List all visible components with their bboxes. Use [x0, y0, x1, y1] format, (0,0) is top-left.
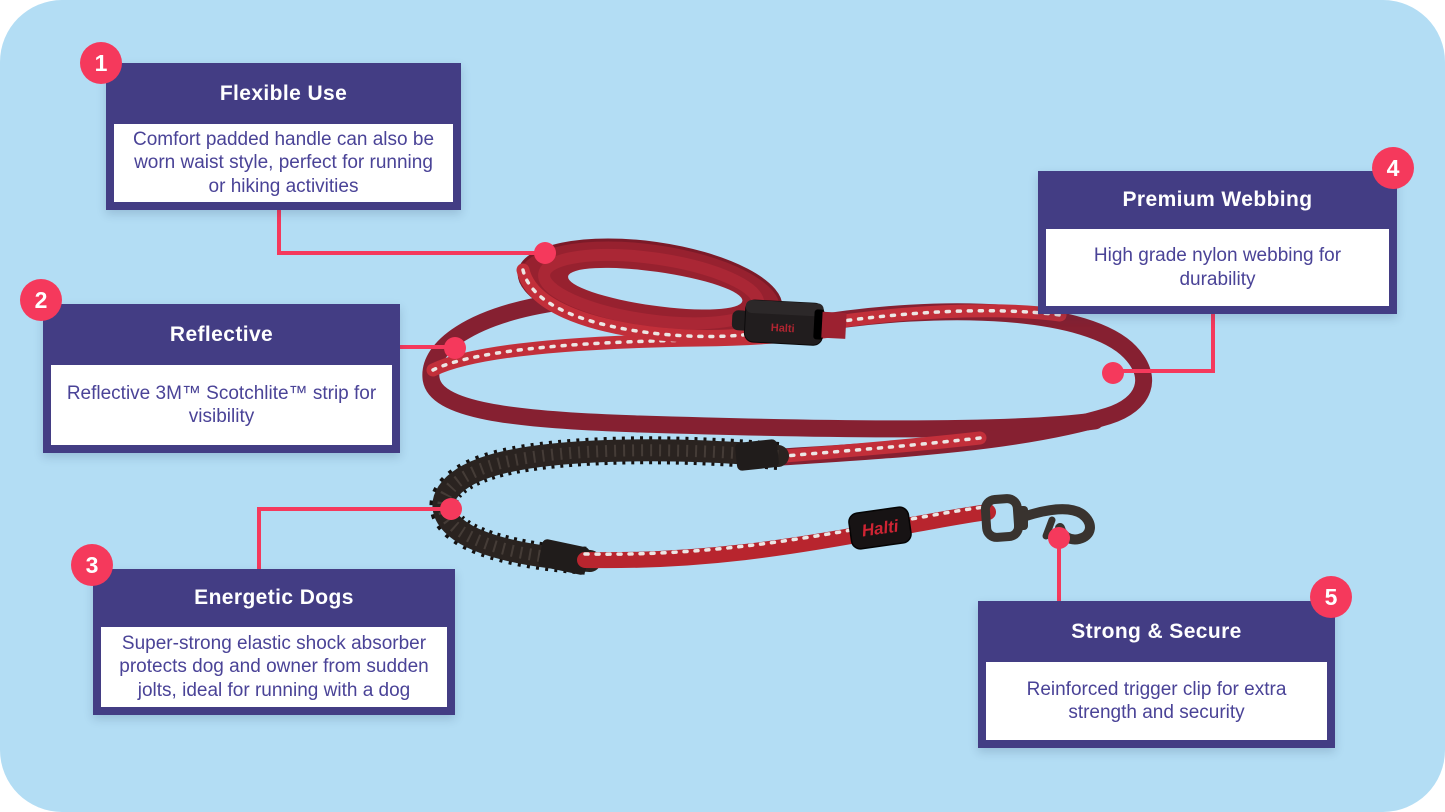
- clip-strand: [577, 504, 996, 569]
- badge-number: 3: [85, 551, 99, 578]
- callout-title: Strong & Secure: [1071, 619, 1242, 643]
- connector-dot-3: [440, 498, 462, 520]
- callout-description: Reinforced trigger clip for extra streng…: [986, 662, 1327, 740]
- buckle: Halti: [731, 299, 847, 346]
- callout-title: Flexible Use: [219, 81, 348, 105]
- connector-line-4: [1211, 314, 1215, 373]
- callout-description: Comfort padded handle can also be worn w…: [114, 124, 453, 202]
- connector-dot-4: [1102, 362, 1124, 384]
- trigger-clip: [980, 494, 1095, 545]
- connector-line-5: [1057, 538, 1061, 601]
- callout-description: High grade nylon webbing for durability: [1046, 229, 1389, 306]
- connector-dot-1: [534, 242, 556, 264]
- callout-flexible-use: Flexible Use Comfort padded handle can a…: [106, 63, 461, 210]
- connector-line-4: [1113, 369, 1215, 373]
- buckle-label: Halti: [770, 322, 794, 335]
- connector-line-3: [257, 507, 453, 511]
- callout-premium-webbing: Premium Webbing High grade nylon webbing…: [1038, 171, 1397, 314]
- number-badge-2: 2: [20, 279, 62, 321]
- connector-line-1: [277, 251, 545, 255]
- callout-reflective: Reflective Reflective 3M™ Scotchlite™ st…: [43, 304, 400, 453]
- connector-dot-2: [444, 337, 466, 359]
- badge-number: 2: [34, 286, 48, 313]
- callout-title: Energetic Dogs: [194, 586, 354, 609]
- number-badge-3: 3: [71, 544, 113, 586]
- halti-tag: Halti: [848, 506, 912, 550]
- callout-title: Premium Webbing: [1122, 188, 1313, 211]
- badge-number: 4: [1386, 154, 1400, 181]
- connector-dot-5: [1048, 527, 1070, 549]
- velcro-wrap: [735, 439, 779, 471]
- callout-description: Reflective 3M™ Scotchlite™ strip for vis…: [51, 365, 392, 445]
- connector-line-3: [257, 507, 261, 569]
- number-badge-5: 5: [1310, 576, 1352, 618]
- callout-energetic-dogs: Energetic Dogs Super-strong elastic shoc…: [93, 569, 455, 715]
- connector-line-1: [277, 210, 281, 255]
- number-badge-1: 1: [80, 42, 122, 84]
- callout-description: Super-strong elastic shock absorber prot…: [101, 627, 447, 707]
- bungee-shock-absorber: [429, 436, 789, 575]
- connector-line-2: [400, 345, 455, 349]
- trigger-lever: [1042, 516, 1056, 540]
- velcro-wrap: [538, 539, 590, 575]
- badge-number: 5: [1324, 583, 1338, 610]
- callout-strong-secure: Strong & Secure Reinforced trigger clip …: [978, 601, 1335, 748]
- badge-number: 1: [94, 49, 108, 76]
- number-badge-4: 4: [1372, 147, 1414, 189]
- callout-title: Reflective: [169, 322, 274, 346]
